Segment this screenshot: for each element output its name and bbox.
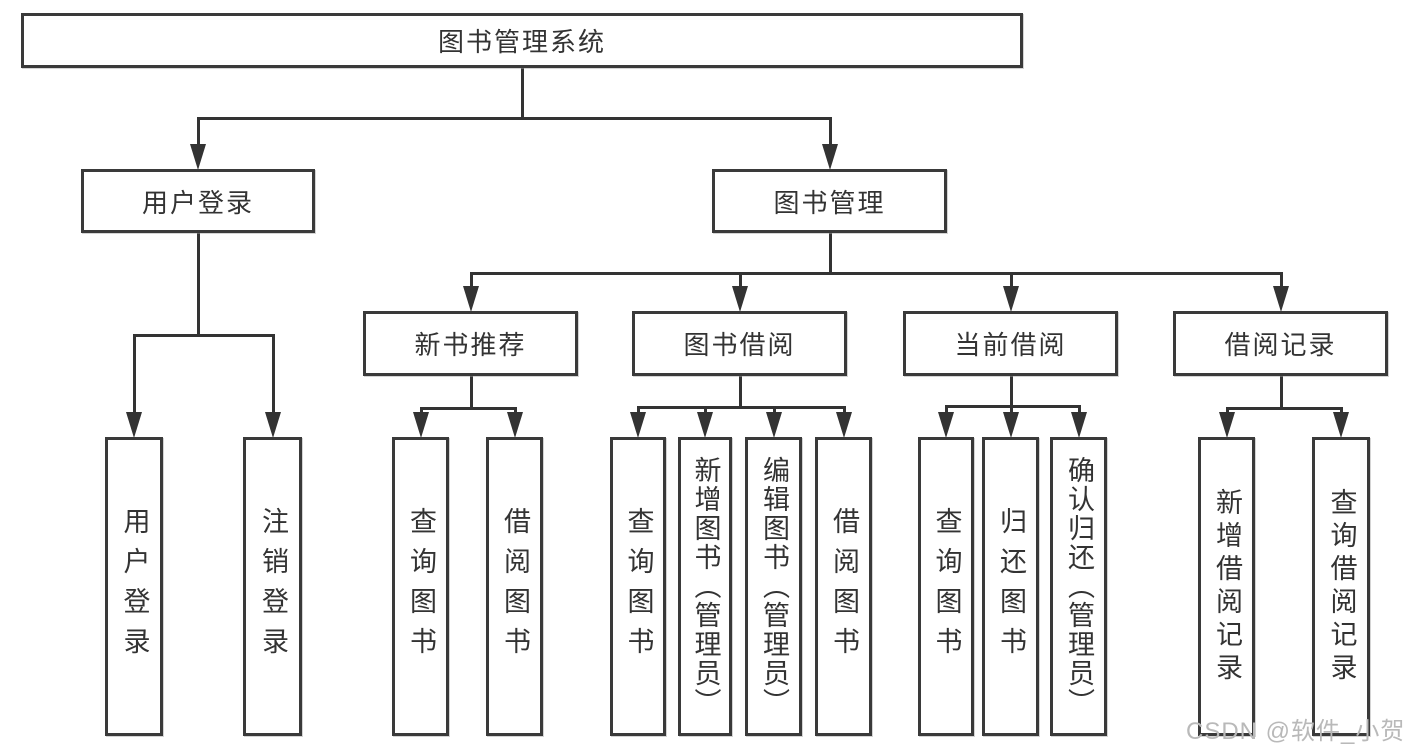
arrowhead-down-icon — [766, 412, 782, 438]
node-newbook-query: 查询图书 — [392, 437, 449, 736]
arrowhead-down-icon — [1273, 286, 1289, 312]
connector-rail — [133, 334, 275, 337]
arrowhead-down-icon — [732, 286, 748, 312]
connector-rail — [470, 272, 1283, 275]
connector-drop — [1280, 272, 1283, 291]
node-current-return: 归还图书 — [982, 437, 1039, 736]
node-borrow: 图书借阅 — [632, 311, 847, 376]
connector-stem — [521, 66, 524, 118]
node-label: 借阅图书 — [500, 506, 530, 667]
connector-stem — [1280, 374, 1283, 408]
node-borrow-add: 新增图书（管理员） — [678, 437, 732, 736]
connector-drop — [843, 406, 846, 417]
arrowhead-down-icon — [1003, 412, 1019, 438]
node-label: 用户登录 — [119, 506, 150, 667]
node-label: 图书借阅 — [683, 330, 796, 360]
arrowhead-down-icon — [1071, 412, 1087, 438]
connector-rail — [420, 407, 517, 410]
arrowhead-down-icon — [507, 412, 523, 438]
connector-drop — [133, 334, 136, 417]
node-label: 归还图书 — [996, 506, 1026, 667]
node-label: 查询图书 — [931, 506, 962, 667]
node-label: 借阅图书 — [829, 506, 859, 667]
connector-drop — [272, 334, 275, 417]
connector-drop — [739, 272, 742, 291]
node-login-user: 用户登录 — [105, 437, 163, 736]
node-current-query: 查询图书 — [918, 437, 974, 736]
arrowhead-down-icon — [938, 412, 954, 438]
connector-stem — [197, 231, 200, 335]
connector-stem — [1010, 374, 1013, 406]
arrowhead-down-icon — [822, 144, 838, 170]
arrowhead-down-icon — [697, 412, 713, 438]
node-label: 图书管理系统 — [437, 27, 606, 57]
connector-drop — [197, 117, 200, 149]
node-records-add: 新增借阅记录 — [1198, 437, 1255, 736]
node-label: 借阅记录 — [1224, 330, 1337, 360]
node-borrow-borrow: 借阅图书 — [815, 437, 872, 736]
node-borrow-query: 查询图书 — [610, 437, 666, 736]
node-records: 借阅记录 — [1173, 311, 1388, 376]
node-records-query: 查询借阅记录 — [1312, 437, 1370, 736]
arrowhead-down-icon — [265, 412, 281, 438]
node-label: 确认归还（管理员） — [1064, 456, 1094, 717]
node-label: 查询图书 — [623, 506, 654, 667]
node-current: 当前借阅 — [903, 311, 1118, 376]
connector-drop — [1010, 405, 1013, 417]
connector-stem — [739, 374, 742, 407]
arrowhead-down-icon — [190, 144, 206, 170]
connector-drop — [1078, 405, 1081, 417]
connector-drop — [704, 406, 707, 417]
arrowhead-down-icon — [630, 412, 646, 438]
node-label: 新增借阅记录 — [1212, 487, 1242, 686]
node-label: 新增图书（管理员） — [690, 456, 721, 717]
connector-rail — [1226, 407, 1343, 410]
node-label: 用户登录 — [141, 187, 254, 218]
arrowhead-down-icon — [413, 412, 429, 438]
connector-drop — [1010, 272, 1013, 291]
arrowhead-down-icon — [836, 412, 852, 438]
arrowhead-down-icon — [463, 286, 479, 312]
arrowhead-down-icon — [1003, 286, 1019, 312]
connector-stem — [470, 374, 473, 408]
node-borrow-edit: 编辑图书（管理员） — [745, 437, 802, 736]
node-label: 新书推荐 — [414, 330, 527, 360]
connector-drop — [773, 406, 776, 417]
node-newbook: 新书推荐 — [363, 311, 578, 376]
arrowhead-down-icon — [126, 412, 142, 438]
connector-drop — [945, 405, 948, 417]
connector-rail — [637, 406, 846, 409]
node-label: 注销登录 — [258, 506, 288, 667]
connector-rail — [197, 117, 832, 120]
connector-drop — [470, 272, 473, 291]
node-newbook-borrow: 借阅图书 — [486, 437, 543, 736]
node-label: 查询图书 — [406, 506, 436, 667]
node-label: 图书管理 — [773, 187, 886, 218]
node-login: 用户登录 — [81, 169, 315, 233]
connector-drop — [637, 406, 640, 417]
node-current-confirm: 确认归还（管理员） — [1050, 437, 1107, 736]
connector-drop — [829, 117, 832, 149]
node-login-logout: 注销登录 — [243, 437, 302, 736]
arrowhead-down-icon — [1333, 412, 1349, 438]
connector-stem — [829, 231, 832, 273]
watermark: CSDN @软件_小贺同学 — [1186, 718, 1405, 745]
node-label: 查询借阅记录 — [1326, 487, 1357, 686]
node-label: 编辑图书（管理员） — [759, 456, 789, 717]
connector-rail — [945, 405, 1081, 408]
node-label: 当前借阅 — [954, 330, 1067, 360]
node-root: 图书管理系统 — [21, 13, 1023, 68]
node-mgmt: 图书管理 — [712, 169, 947, 233]
arrowhead-down-icon — [1219, 412, 1235, 438]
